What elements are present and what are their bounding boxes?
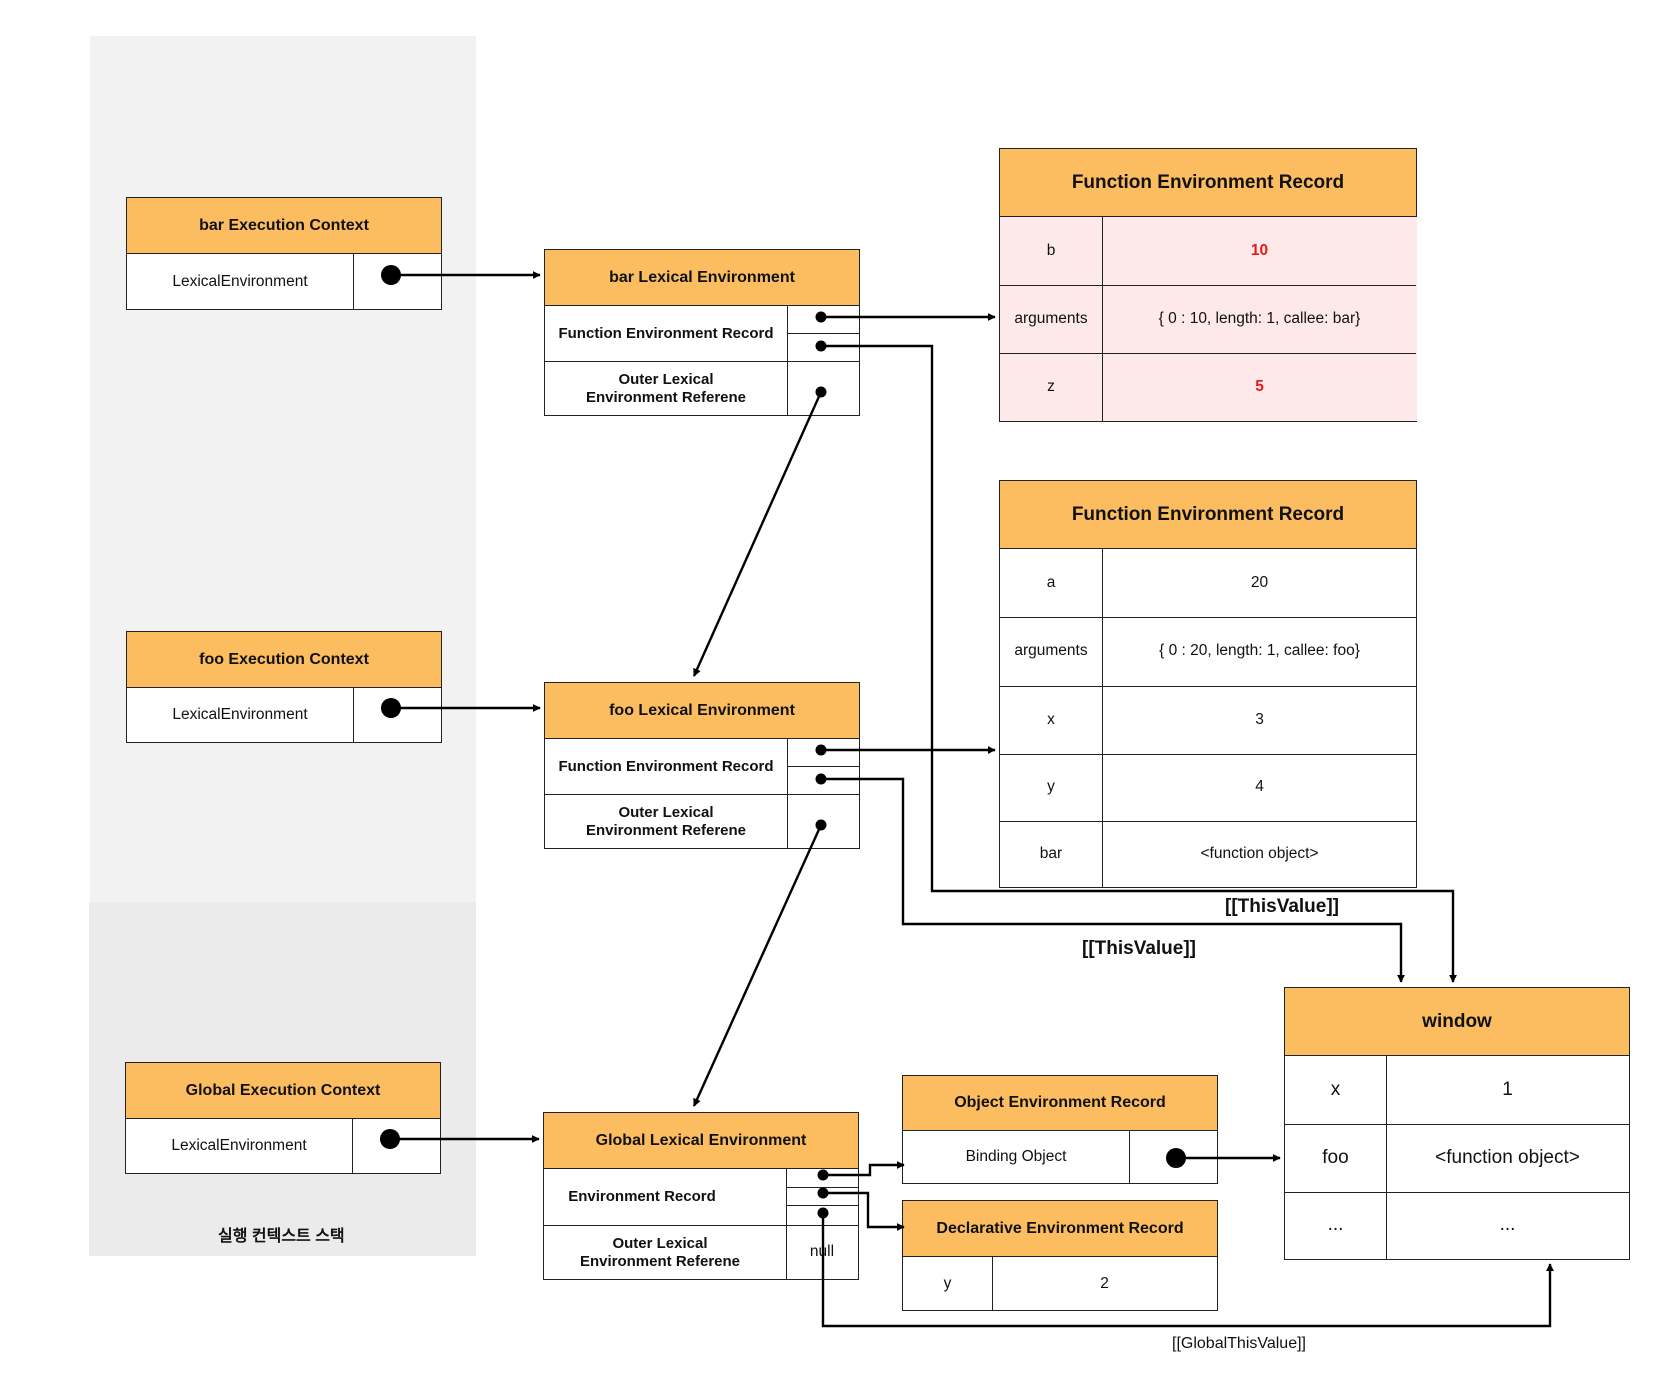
global-execution-context-title: Global Execution Context: [126, 1063, 440, 1119]
bar-function-environment-record-title: Function Environment Record: [1000, 149, 1416, 217]
arrow-bar-outer: [692, 391, 823, 677]
arrow-global-this: [821, 1213, 1554, 1328]
foo-lexical-environment: foo Lexical Environment Function Environ…: [544, 682, 860, 849]
record-key: x: [1047, 710, 1055, 728]
arrow-object-record: [823, 1161, 905, 1177]
global-execution-context-field: LexicalEnvironment: [171, 1137, 307, 1155]
declarative-environment-record: Declarative Environment Record y 2: [902, 1200, 1218, 1311]
record-value: { 0 : 20, length: 1, callee: foo}: [1159, 642, 1360, 660]
record-value: { 0 : 10, length: 1, callee: bar}: [1102, 285, 1417, 353]
foo-lexical-environment-record: Function Environment Record: [558, 757, 774, 775]
object-environment-record: Object Environment Record Binding Object: [902, 1075, 1218, 1184]
pointer-dot: [380, 1129, 400, 1149]
record-key: b: [1000, 217, 1102, 285]
foo-function-environment-record: Function Environment Record a 20 argumen…: [999, 480, 1417, 888]
record-key: z: [1000, 353, 1102, 421]
window-value: <function object>: [1435, 1146, 1580, 1168]
foo-execution-context: foo Execution Context LexicalEnvironment: [126, 631, 442, 743]
window-key: ...: [1327, 1214, 1344, 1236]
record-key: arguments: [1000, 285, 1102, 353]
record-key: y: [943, 1274, 952, 1292]
record-value: 20: [1250, 573, 1269, 591]
bar-lexical-environment-outer: Outer Lexical Environment Referene: [585, 370, 747, 406]
pointer-dot: [1166, 1148, 1186, 1168]
bar-execution-context-field: LexicalEnvironment: [172, 272, 308, 290]
foo-execution-context-title: foo Execution Context: [127, 632, 441, 688]
declarative-environment-record-title: Declarative Environment Record: [903, 1201, 1217, 1257]
foo-execution-context-field: LexicalEnvironment: [172, 706, 308, 724]
window-object: window x 1 foo <function object> ... ...: [1284, 987, 1630, 1260]
this-value-label-foo: [[ThisValue]]: [1082, 938, 1197, 959]
bar-lexical-environment-record: Function Environment Record: [558, 324, 774, 342]
record-key: y: [1047, 778, 1055, 796]
record-value: 10: [1102, 217, 1417, 285]
global-lexical-environment: Global Lexical Environment Environment R…: [543, 1112, 859, 1280]
record-value: 4: [1255, 778, 1264, 796]
this-value-label-bar: [[ThisValue]]: [1225, 896, 1340, 917]
global-lexical-environment-title: Global Lexical Environment: [544, 1113, 858, 1169]
window-value: ...: [1499, 1214, 1516, 1236]
bar-lexical-environment: bar Lexical Environment Function Environ…: [544, 249, 860, 416]
foo-lexical-environment-title: foo Lexical Environment: [545, 683, 859, 739]
window-key: foo: [1322, 1146, 1349, 1168]
arrow-bar-this: [821, 344, 1457, 983]
stack-panel-upper: [90, 36, 476, 902]
record-key: bar: [1039, 845, 1063, 863]
object-environment-record-title: Object Environment Record: [903, 1076, 1217, 1131]
bar-execution-context: bar Execution Context LexicalEnvironment: [126, 197, 442, 310]
bar-lexical-environment-title: bar Lexical Environment: [545, 250, 859, 306]
global-lexical-environment-outer: Outer Lexical Environment Referene: [579, 1234, 741, 1270]
stack-label: 실행 컨텍스트 스택: [218, 1228, 345, 1245]
foo-lexical-environment-outer: Outer Lexical Environment Referene: [585, 803, 747, 839]
pointer-dot: [381, 698, 401, 718]
window-value: 1: [1502, 1078, 1513, 1100]
bar-function-environment-record: Function Environment Record b 10 argumen…: [999, 148, 1417, 422]
foo-function-environment-record-title: Function Environment Record: [1000, 481, 1416, 549]
record-value: <function object>: [1200, 845, 1319, 863]
record-value: 2: [1100, 1274, 1109, 1292]
bar-execution-context-title: bar Execution Context: [127, 198, 441, 254]
arrow-foo-outer: [692, 824, 823, 1107]
record-value: 5: [1102, 353, 1417, 421]
pointer-dot: [381, 265, 401, 285]
binding-object-field: Binding Object: [965, 1148, 1067, 1166]
window-key: x: [1330, 1078, 1341, 1100]
record-key: arguments: [1014, 642, 1088, 660]
record-key: a: [1046, 573, 1056, 591]
record-value: 3: [1255, 710, 1264, 728]
arrow-foo-this: [821, 777, 1405, 983]
global-lexical-environment-record: Environment Record: [568, 1188, 716, 1205]
window-object-title: window: [1285, 988, 1629, 1056]
arrow-declarative-record: [823, 1191, 905, 1231]
global-this-value-label: [[GlobalThisValue]]: [1172, 1335, 1306, 1352]
global-execution-context: Global Execution Context LexicalEnvironm…: [125, 1062, 441, 1174]
